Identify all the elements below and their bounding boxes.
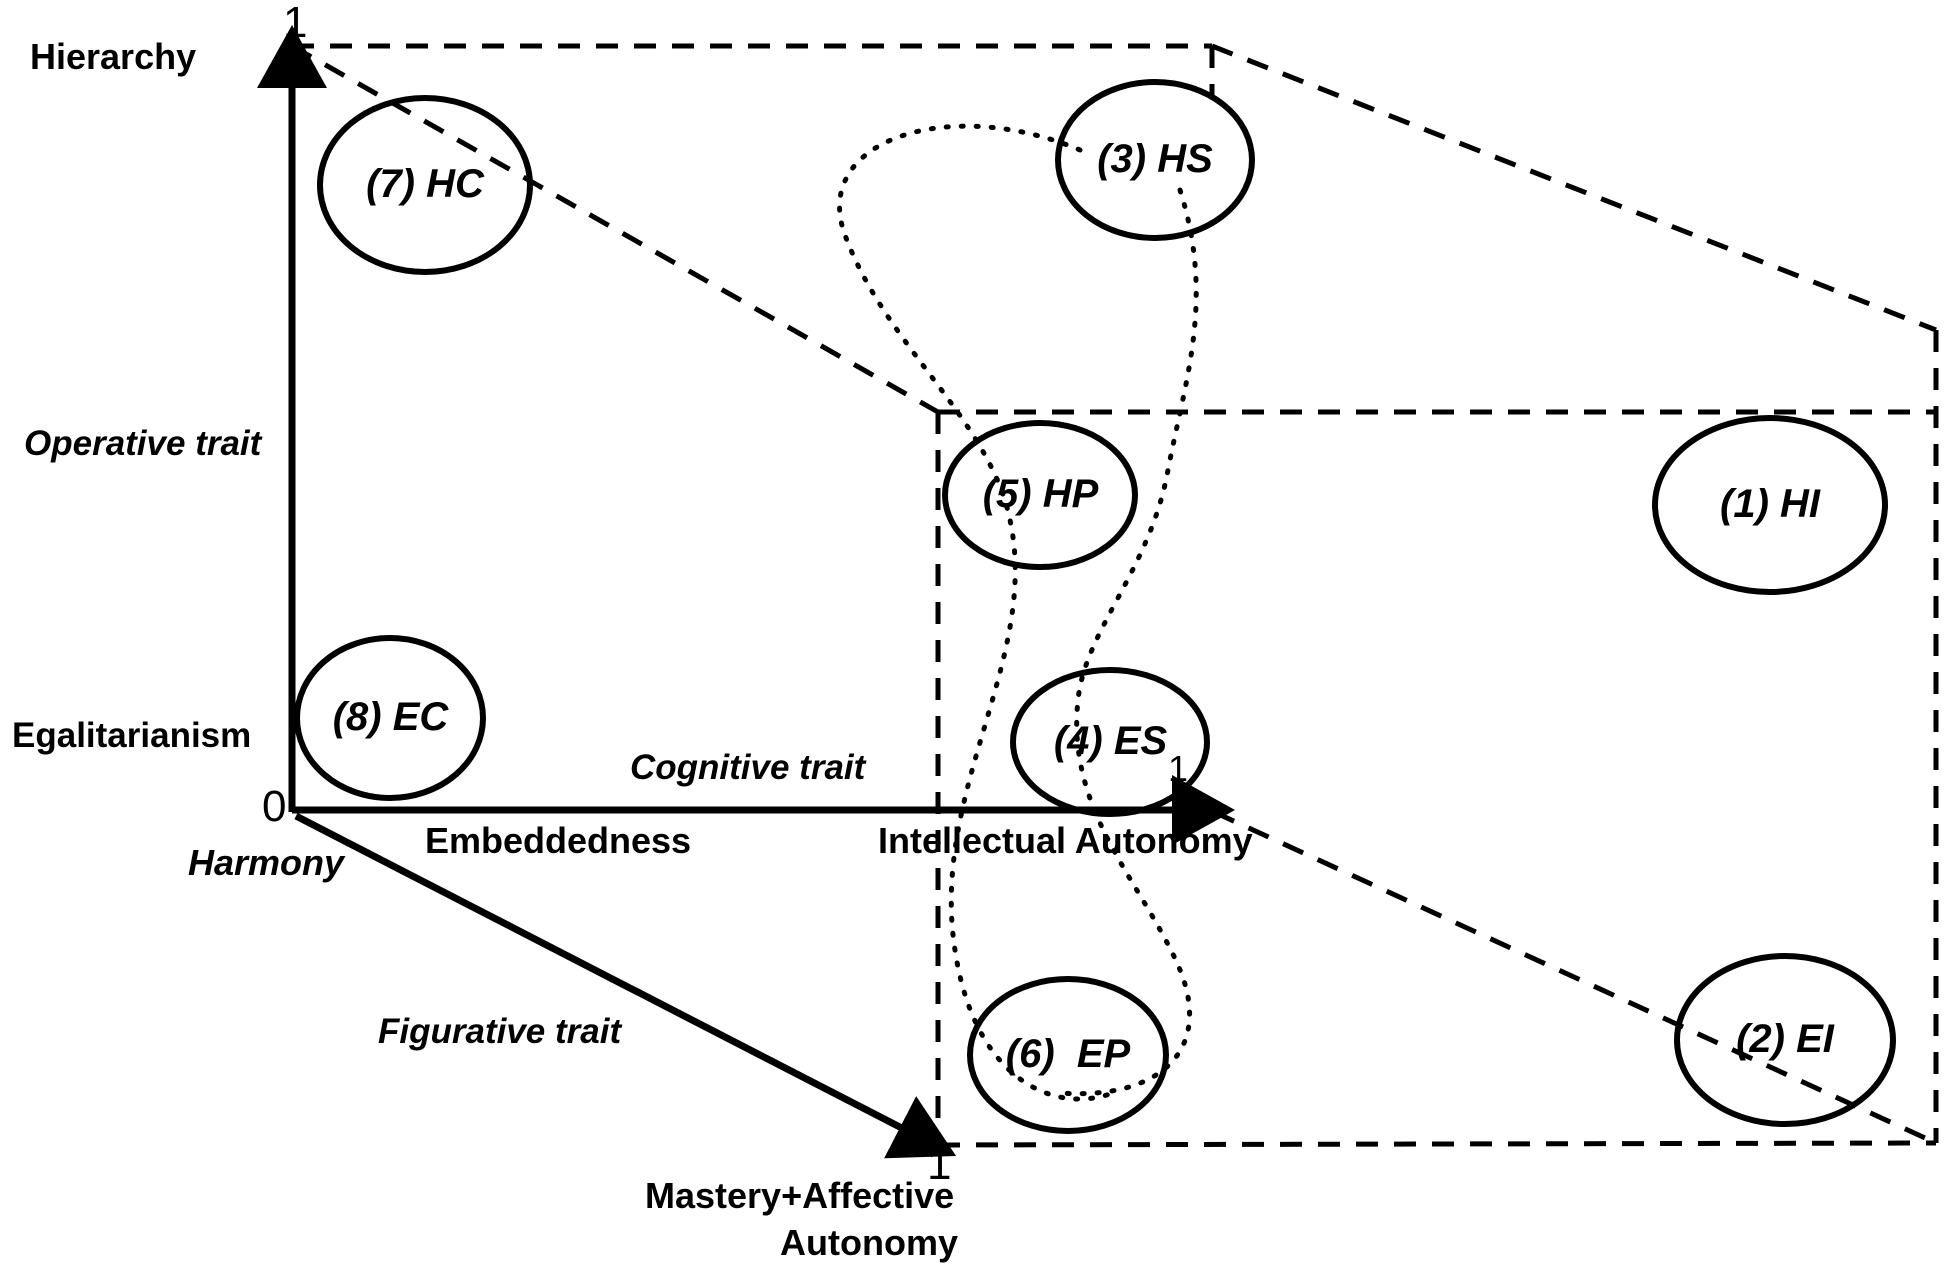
node-label-hc: (7) HC — [366, 162, 484, 206]
axis-label-harmony: Harmony — [188, 842, 345, 883]
axis-label-intellectual-autonomy: Intellectual Autonomy — [878, 820, 1253, 861]
diagram-svg — [257, 25, 1939, 1159]
axis-label-mastery-affective-line2: Autonomy — [780, 1222, 958, 1263]
cube-edge-bottom-right-receding — [1212, 809, 1938, 1146]
diagram-canvas: (1) HI (2) EI (3) HS (4) ES (5) HP (6) E… — [12, 0, 1939, 1263]
axis-lines — [257, 25, 1235, 1159]
node-ellipse-ec[interactable] — [294, 635, 486, 801]
node-label-ei: (2) EI — [1736, 1017, 1834, 1061]
axis-label-operative-trait: Operative trait — [24, 424, 262, 463]
tick-y-max: 1 — [283, 0, 308, 47]
node-ellipse-hc[interactable] — [317, 95, 533, 275]
axis-label-hierarchy: Hierarchy — [30, 36, 197, 77]
axis-label-egalitarianism: Egalitarianism — [12, 716, 252, 755]
axis-label-embeddedness: Embeddedness — [425, 820, 692, 861]
dotted-curve-hs-es-ep — [1057, 187, 1199, 1097]
cube-edge-top-right-receding — [1211, 43, 1937, 333]
tick-x-max: 1 — [1168, 748, 1189, 789]
node-label-ec: (8) EC — [332, 695, 449, 739]
axis-label-mastery-affective-line1: Mastery+Affective — [645, 1175, 955, 1216]
node-label-hi: (1) HI — [1720, 482, 1820, 526]
node-label-ep: (6) EP — [1005, 1032, 1131, 1076]
tick-depth-max: 1 — [927, 1140, 952, 1189]
node-ellipse-ep[interactable] — [967, 976, 1169, 1134]
axis-label-figurative-trait: Figurative trait — [378, 1012, 622, 1051]
node-ellipse-hs[interactable] — [1055, 79, 1255, 241]
node-ellipse-hi[interactable] — [1652, 415, 1888, 595]
axis-label-cognitive-trait: Cognitive trait — [630, 748, 866, 787]
node-ellipse-hp[interactable] — [942, 420, 1138, 570]
cube-wireframe — [290, 43, 1939, 1148]
cube-edge-top-left-receding — [290, 43, 940, 415]
node-ellipse-ei[interactable] — [1674, 953, 1896, 1127]
node-label-es: (4) ES — [1053, 719, 1168, 763]
depth-axis-line[interactable] — [294, 812, 957, 1159]
node-ellipse-es[interactable] — [1010, 667, 1210, 817]
dotted-link-curves — [837, 123, 1199, 1102]
dotted-curve-hs-hp-ep — [837, 123, 1118, 1102]
node-label-hs: (3) HS — [1097, 137, 1213, 181]
cube-edge-back-bottom — [937, 1140, 1937, 1148]
node-label-hp: (5) HP — [982, 472, 1099, 516]
node-ellipses — [294, 79, 1896, 1134]
tick-origin-zero: 0 — [262, 782, 287, 831]
